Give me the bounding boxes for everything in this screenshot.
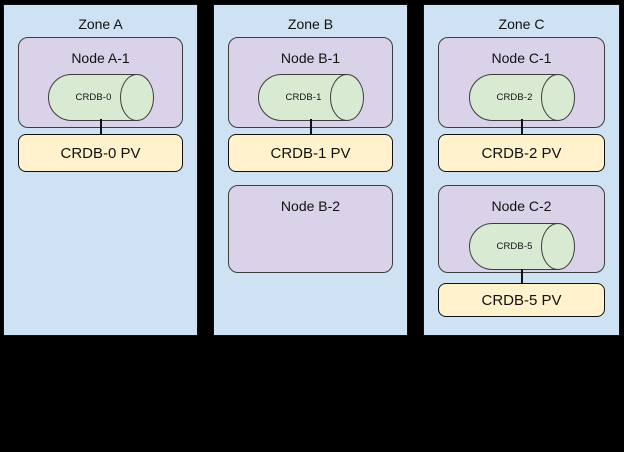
node-label: Node C-1 bbox=[491, 50, 552, 66]
database-cylinder-icon bbox=[257, 74, 364, 121]
pv-label: CRDB-0 PV bbox=[60, 144, 141, 162]
zone-b: Zone B Node B-1 CRDB-1 CRDB-1 PV Node B-… bbox=[213, 4, 408, 336]
crdb-pod-0: CRDB-0 bbox=[47, 74, 154, 121]
node-label: Node B-2 bbox=[280, 198, 341, 214]
pv-crdb-1: CRDB-1 PV bbox=[228, 134, 393, 172]
crdb-pod-5: CRDB-5 bbox=[468, 223, 575, 270]
node-c-2: Node C-2 CRDB-5 bbox=[438, 185, 605, 273]
node-label: Node A-1 bbox=[71, 50, 130, 66]
pv-label: CRDB-2 PV bbox=[481, 144, 562, 162]
pv-crdb-2: CRDB-2 PV bbox=[438, 134, 605, 172]
zone-label: Zone B bbox=[287, 16, 334, 32]
pod-label: CRDB-1 bbox=[285, 92, 322, 103]
pod-label: CRDB-0 bbox=[75, 92, 112, 103]
pv-label: CRDB-5 PV bbox=[481, 291, 562, 309]
pv-crdb-0: CRDB-0 PV bbox=[18, 134, 183, 172]
zone-c: Zone C Node C-1 CRDB-2 CRDB-2 PV Node C-… bbox=[423, 4, 620, 336]
pod-to-pv-connector bbox=[520, 119, 523, 136]
node-label: Node C-2 bbox=[491, 198, 552, 214]
zone-label: Zone C bbox=[498, 16, 545, 32]
zone-label: Zone A bbox=[78, 16, 123, 32]
pod-label: CRDB-5 bbox=[496, 241, 533, 252]
pod-to-pv-connector bbox=[309, 119, 312, 136]
database-cylinder-icon bbox=[47, 74, 154, 121]
node-c-1: Node C-1 CRDB-2 bbox=[438, 37, 605, 128]
database-cylinder-icon bbox=[468, 223, 575, 270]
node-b-1: Node B-1 CRDB-1 bbox=[228, 37, 393, 128]
node-b-2: Node B-2 bbox=[228, 185, 393, 273]
pod-to-pv-connector bbox=[520, 269, 523, 284]
database-cylinder-icon bbox=[468, 74, 575, 121]
crdb-pod-2: CRDB-2 bbox=[468, 74, 575, 121]
pod-label: CRDB-2 bbox=[496, 92, 533, 103]
node-a-1: Node A-1 CRDB-0 bbox=[18, 37, 183, 128]
pod-to-pv-connector bbox=[99, 119, 102, 136]
zone-a: Zone A Node A-1 CRDB-0 CRDB-0 PV bbox=[3, 4, 198, 336]
node-label: Node B-1 bbox=[280, 50, 341, 66]
pv-crdb-5: CRDB-5 PV bbox=[438, 283, 605, 317]
pv-label: CRDB-1 PV bbox=[270, 144, 351, 162]
crdb-pod-1: CRDB-1 bbox=[257, 74, 364, 121]
